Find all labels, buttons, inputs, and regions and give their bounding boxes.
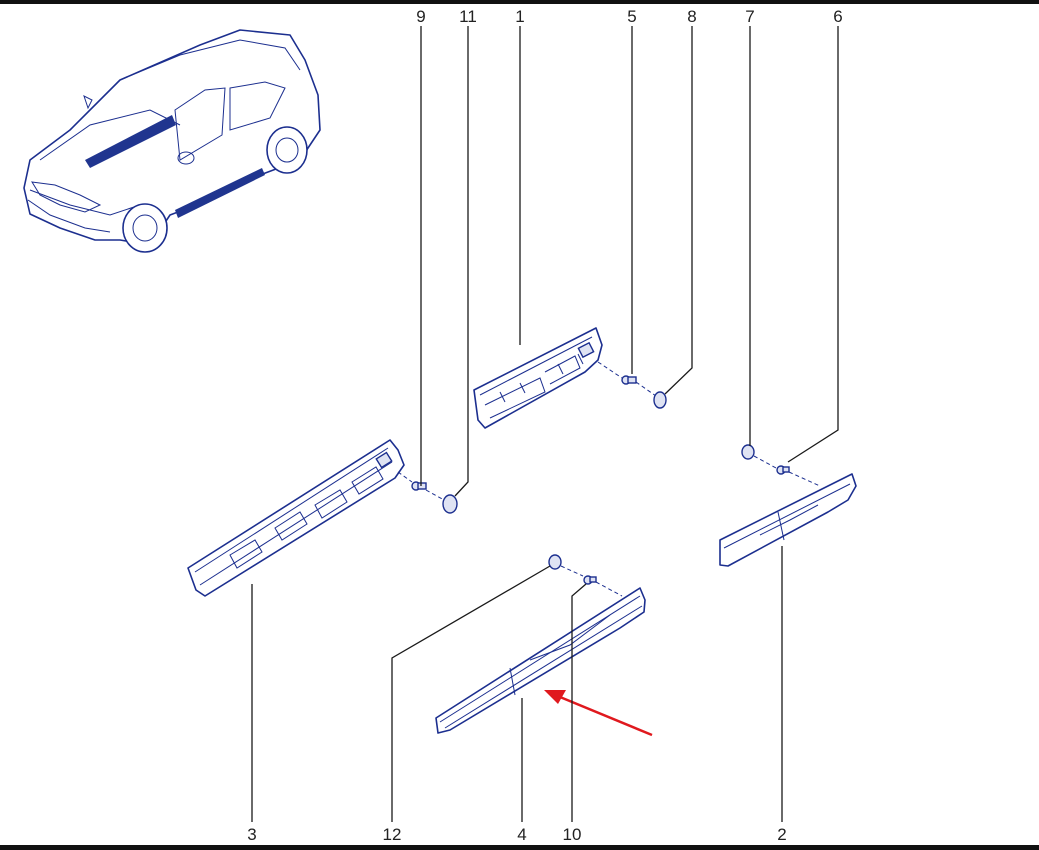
callout-11: 11	[459, 7, 477, 26]
leader-6	[787, 26, 839, 463]
callout-6: 6	[833, 7, 842, 26]
part-9-clip	[411, 481, 427, 491]
callout-4: 4	[517, 825, 526, 844]
leader-10	[571, 583, 587, 822]
leader-12	[391, 565, 551, 822]
callout-5: 5	[627, 7, 636, 26]
callout-7: 7	[745, 7, 754, 26]
part-1-moulding	[473, 327, 603, 429]
red-pointer-arrow	[544, 690, 653, 737]
leader-11	[454, 26, 469, 497]
part-12-washer	[548, 554, 562, 570]
callout-8: 8	[687, 7, 696, 26]
part-8-cap	[653, 391, 667, 409]
callout-1: 1	[515, 7, 524, 26]
callout-10: 10	[563, 825, 582, 844]
leader-lines	[251, 26, 839, 822]
part-7-washer	[741, 444, 755, 460]
callouts-bottom: 3 12 4 10 2	[247, 825, 786, 844]
callouts-top: 9 11 1 5 8 7 6	[416, 7, 842, 26]
part-5-clip	[621, 375, 637, 385]
callout-2: 2	[777, 825, 786, 844]
side-moulding-highlight	[175, 168, 265, 218]
vehicle-locator-icon	[23, 29, 321, 253]
callout-3: 3	[247, 825, 256, 844]
part-10-clip	[583, 575, 597, 585]
part-6-clip	[776, 465, 790, 475]
part-3-moulding	[187, 439, 405, 597]
leader-8	[664, 26, 693, 395]
hood-moulding-highlight	[85, 115, 176, 168]
callout-9: 9	[416, 7, 425, 26]
callout-12: 12	[383, 825, 402, 844]
frame-bottom-border	[0, 845, 1039, 850]
frame-top-border	[0, 0, 1039, 4]
part-11-cap	[442, 494, 458, 514]
part-2-moulding	[719, 473, 857, 567]
part-4-moulding	[435, 587, 646, 734]
